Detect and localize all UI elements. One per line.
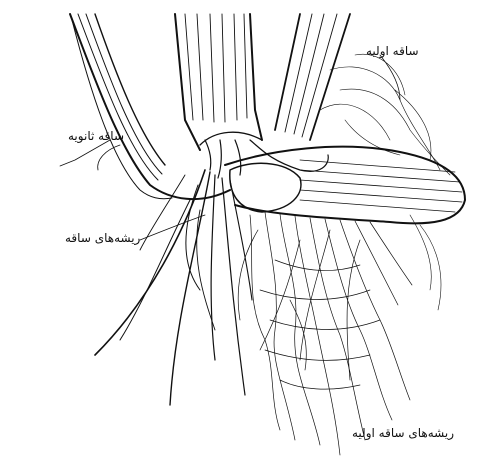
stem-roots bbox=[95, 170, 252, 405]
main-stem bbox=[175, 14, 262, 150]
upper-root-hairs bbox=[320, 54, 450, 310]
label-secondary-stem: ساقه ثانویه bbox=[68, 129, 124, 143]
label-primary-stem-roots: ریشه‌های ساقه اولیه bbox=[352, 426, 454, 440]
label-primary-stem: ساقه اولیه bbox=[366, 44, 419, 58]
primary-stem-bulb bbox=[225, 147, 465, 224]
right-stem bbox=[275, 14, 350, 140]
label-stem-roots: ریشه‌های ساقه bbox=[65, 231, 140, 245]
node-bundle bbox=[205, 140, 328, 178]
primary-stem-roots bbox=[238, 212, 412, 455]
